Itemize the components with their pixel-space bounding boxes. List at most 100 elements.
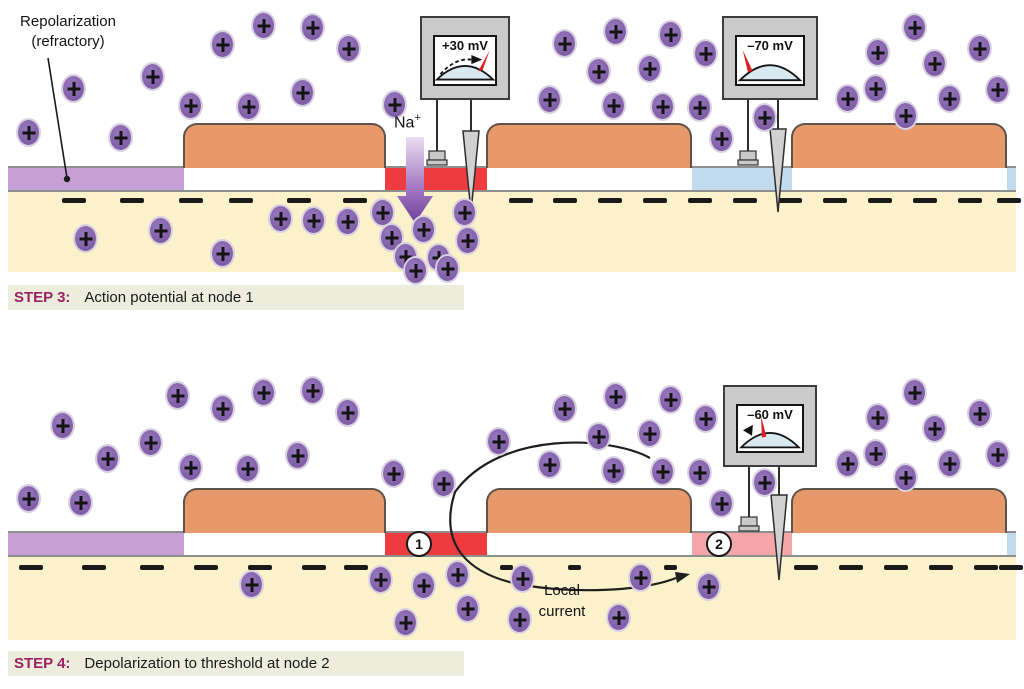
node1-active-segment [385,168,487,190]
positive-ion [660,387,681,412]
positive-ion [588,59,609,84]
positive-ion [603,93,624,118]
positive-ion [140,430,161,455]
voltmeter-dial-face [739,415,801,449]
positive-ion [554,31,575,56]
positive-ion [180,93,201,118]
positive-ion [433,471,454,496]
meter-needle [478,50,490,72]
positive-ion [287,443,308,468]
positive-ion [18,120,39,145]
voltmeter-reading: –70 mV [747,38,793,53]
voltmeter-node2-step4: –60 mV [723,385,817,467]
positive-ion [238,94,259,119]
electrode-clamp-base [426,159,448,166]
positive-ion [904,15,925,40]
repolarization-leader-line [47,57,68,179]
positive-ion [338,36,359,61]
positive-ion [302,15,323,40]
positive-ion [865,76,886,101]
positive-ion [337,400,358,425]
step3-caption: Action potential at node 1 [84,289,254,306]
myelin-sheath [791,123,1007,168]
sodium-ion-label: Na+ [394,112,421,132]
meter-needle [742,50,753,73]
positive-ion [70,490,91,515]
positive-ion [969,36,990,61]
intracellular-region-step3 [8,192,1016,272]
axon-membrane-step3 [8,166,1016,192]
repolarization-label-line1: Repolarization [20,13,116,30]
local-current-label: Local current [517,580,607,622]
voltmeter-node2-step3: –70 mV [722,16,818,100]
repolarizing-membrane-segment [8,168,184,190]
node2-number-badge: 2 [706,531,732,557]
positive-ion [253,13,274,38]
node1-active-segment [385,533,487,555]
positive-ion [754,470,775,495]
myelin-sheath [183,488,386,533]
positive-ion [292,80,313,105]
sodium-label-text: Na [394,114,415,132]
positive-ion [167,383,188,408]
needle-swing-arrowhead [743,424,753,436]
repolarizing-membrane-segment [8,533,184,555]
positive-ion [924,416,945,441]
positive-ion [554,396,575,421]
needle-swing-dashed-arrow [439,58,472,75]
positive-ion [939,86,960,111]
positive-ion [865,441,886,466]
positive-ion [689,95,710,120]
step4-prefix: STEP 4: [14,655,71,672]
positive-ion [302,378,323,403]
electrode-clamp-base [737,159,759,166]
positive-ion [969,401,990,426]
electrode-clamp [740,516,758,527]
positive-ion [652,459,673,484]
positive-ion [212,396,233,421]
node2-resting-segment [692,168,792,190]
myelin-sheath [486,488,692,533]
myelin-sheath [183,123,386,168]
positive-ion [383,461,404,486]
voltmeter-node1-step3: +30 mV [420,16,510,100]
positive-ion [488,429,509,454]
positive-ion [711,126,732,151]
axon-membrane-step4 [8,531,1016,557]
voltmeter-reading: –60 mV [747,407,793,422]
positive-ion [180,455,201,480]
positive-ion [588,424,609,449]
positive-ion [603,458,624,483]
voltmeter-reading: +30 mV [442,38,488,53]
positive-ion [867,405,888,430]
step4-caption: Depolarization to threshold at node 2 [84,655,330,672]
repolarization-label-line2: (refractory) [31,33,105,50]
positive-ion [904,380,925,405]
positive-ion [689,460,710,485]
voltmeter-dial-face [435,50,495,81]
positive-ion [695,41,716,66]
voltmeter-dial-face [737,50,803,82]
positive-ion [895,465,916,490]
membrane-edge-segment [1007,168,1016,190]
positive-ion [711,491,732,516]
repolarization-label: Repolarization (refractory) [6,12,130,52]
positive-ion [63,76,84,101]
positive-ion [652,94,673,119]
positive-ion [539,87,560,112]
sodium-label-superscript: + [414,112,421,124]
positive-ion [939,451,960,476]
voltmeter-dial: –60 mV [736,404,804,453]
positive-ion [660,22,681,47]
local-current-label-line1: Local [544,582,580,599]
node1-number-badge: 1 [406,531,432,557]
positive-ion [695,406,716,431]
positive-ion [110,125,131,150]
positive-ion [605,384,626,409]
local-current-label-line2: current [538,603,586,620]
positive-ion [212,32,233,57]
positive-ion [253,380,274,405]
intracellular-region-step4 [8,557,1016,640]
step3-caption-bar: STEP 3: Action potential at node 1 [8,285,464,310]
